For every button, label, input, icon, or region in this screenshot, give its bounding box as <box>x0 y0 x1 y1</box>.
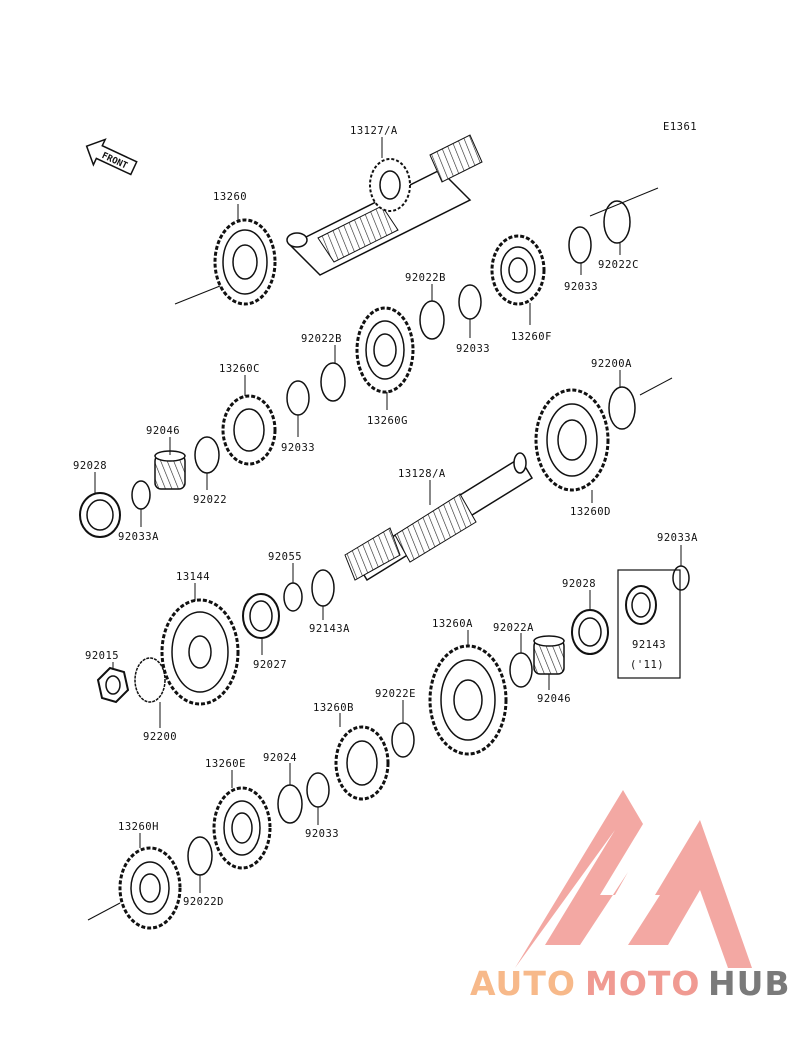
washer-92200 <box>134 657 166 703</box>
ring-92022e <box>391 722 415 758</box>
label-92022-left: 92022 <box>193 494 227 506</box>
label-92024: 92024 <box>263 752 297 764</box>
label-13127a: 13127/A <box>350 125 398 137</box>
gear-13260 <box>213 218 277 306</box>
label-13260a: 13260A <box>432 618 473 630</box>
label-13128a: 13128/A <box>398 468 446 480</box>
gear-13260h <box>118 846 182 930</box>
label-92022d: 92022D <box>183 896 224 908</box>
gear-13260b <box>334 725 390 801</box>
watermark-text: AUTO MOTO HUB <box>470 964 791 1003</box>
label-13144: 13144 <box>176 571 210 583</box>
part-labels: 13127/A 13260 92022C 92033 13260F 92022B… <box>73 125 698 908</box>
label-92022b-mid: 92022B <box>301 333 342 345</box>
bearing-92046-right <box>533 635 565 675</box>
bearing-92046-left <box>154 450 186 490</box>
circlip-92033a-left <box>131 480 151 510</box>
label-13260f: 13260F <box>511 331 552 343</box>
sprocket-13144 <box>160 598 240 706</box>
label-92046-left: 92046 <box>146 425 180 437</box>
ring-92022a <box>509 652 533 688</box>
label-92055: 92055 <box>268 551 302 563</box>
gear-13260d <box>534 388 610 492</box>
gear-13260e <box>212 786 272 870</box>
ring-92033-d <box>306 772 330 808</box>
gear-13260g <box>355 306 415 394</box>
label-92033a-left: 92033A <box>118 531 159 543</box>
label-13260b: 13260B <box>313 702 354 714</box>
ring-92022b-top <box>419 300 445 340</box>
watermark-auto: AUTO <box>470 964 576 1003</box>
ring-92033-top <box>568 226 592 264</box>
label-92022e: 92022E <box>375 688 416 700</box>
label-13260c: 13260C <box>219 363 260 375</box>
ring-92200a <box>608 386 636 430</box>
label-92022a: 92022A <box>493 622 534 634</box>
label-13260h: 13260H <box>118 821 159 833</box>
label-92033-top: 92033 <box>564 281 598 293</box>
label-year-note: ('11) <box>630 659 664 671</box>
ring-92033-b <box>458 284 482 320</box>
shaft-13128a <box>344 452 534 582</box>
label-92143a: 92143A <box>309 623 350 635</box>
label-92022b-top: 92022B <box>405 272 446 284</box>
front-arrow-icon: FRONT <box>85 138 138 176</box>
washer-92022 <box>194 436 220 474</box>
label-92028-left: 92028 <box>73 460 107 472</box>
bushing-92027 <box>242 593 280 639</box>
ring-92024 <box>277 784 303 824</box>
bushing-92028-left <box>79 492 121 538</box>
label-92027: 92027 <box>253 659 287 671</box>
label-92022c: 92022C <box>598 259 639 271</box>
label-92033-d: 92033 <box>305 828 339 840</box>
label-92143: 92143 <box>632 639 666 651</box>
label-92028-right: 92028 <box>562 578 596 590</box>
label-92033-c: 92033 <box>281 442 315 454</box>
label-92033a-right: 92033A <box>657 532 698 544</box>
ring-92022b-mid <box>320 362 346 402</box>
label-92200a: 92200A <box>591 358 632 370</box>
watermark-hub: HUB <box>708 964 791 1003</box>
ring-92055 <box>283 582 303 612</box>
ring-92022c <box>603 200 631 244</box>
label-92015: 92015 <box>85 650 119 662</box>
diagram-code: E1361 <box>663 121 697 133</box>
gear-13260a <box>428 644 508 756</box>
gear-13260f <box>490 234 546 306</box>
label-92046-right: 92046 <box>537 693 571 705</box>
gear-13260c <box>221 394 277 466</box>
leader-lines <box>94 137 682 893</box>
label-13260: 13260 <box>213 191 247 203</box>
label-13260d: 13260D <box>570 506 611 518</box>
label-13260g: 13260G <box>367 415 408 427</box>
bushing-92028-right <box>571 609 609 655</box>
label-13260e: 13260E <box>205 758 246 770</box>
label-92200: 92200 <box>143 731 177 743</box>
label-92033-b: 92033 <box>456 343 490 355</box>
watermark-logo <box>515 790 752 968</box>
bushing-92143 <box>625 585 657 625</box>
ring-92143a <box>311 569 335 607</box>
logo-triangle-shape <box>515 790 752 968</box>
shaft-13127a <box>286 134 483 276</box>
watermark-moto: MOTO <box>585 964 700 1003</box>
ring-92022d <box>187 836 213 876</box>
ring-92033-c <box>286 380 310 416</box>
nut-92015 <box>96 666 130 704</box>
